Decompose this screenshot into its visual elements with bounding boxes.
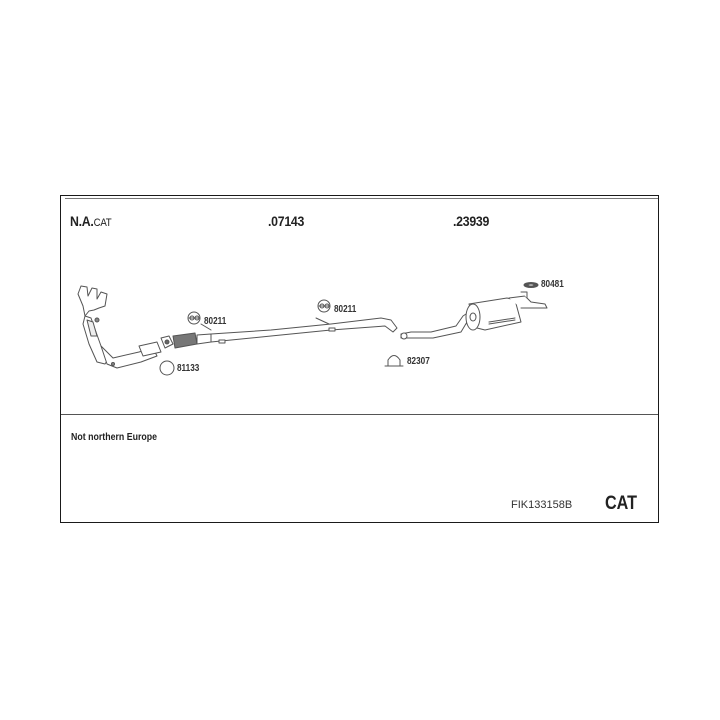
variant-label: N.A.CAT	[70, 213, 112, 229]
group-number-1: .07143	[268, 213, 305, 229]
pipe-icon[interactable]	[400, 311, 476, 340]
kit-number: FIK133158B	[511, 499, 573, 511]
u-clamp-icon[interactable]	[384, 355, 404, 367]
catalytic-converter-icon[interactable]	[77, 285, 162, 369]
variant-code: N.A.	[70, 213, 94, 229]
part-number-label: 81133	[177, 363, 200, 374]
rubber-hanger-icon[interactable]	[187, 311, 201, 325]
part-number-label: 80211	[334, 304, 357, 315]
muffler-icon[interactable]	[465, 291, 548, 331]
section-divider	[61, 414, 658, 415]
rubber-hanger-icon[interactable]	[317, 299, 331, 313]
part-number-label: 80211	[204, 316, 227, 327]
part-number-label: 82307	[407, 356, 430, 367]
kit-type: CAT	[605, 493, 637, 514]
group-number-2: .23939	[453, 213, 490, 229]
flex-pipe-icon[interactable]	[160, 332, 212, 349]
part-number-label: 80481	[541, 279, 564, 290]
frame-top-rule	[65, 198, 658, 199]
application-note: Not northern Europe	[71, 432, 158, 443]
pipe-icon[interactable]	[200, 317, 398, 344]
sealing-ring-icon[interactable]	[159, 360, 175, 376]
rubber-strap-icon[interactable]	[523, 282, 539, 288]
exhaust-diagram	[77, 282, 548, 376]
diagram-frame: N.A.CAT .07143 .23939	[60, 195, 659, 523]
variant-suffix: CAT	[93, 217, 112, 229]
